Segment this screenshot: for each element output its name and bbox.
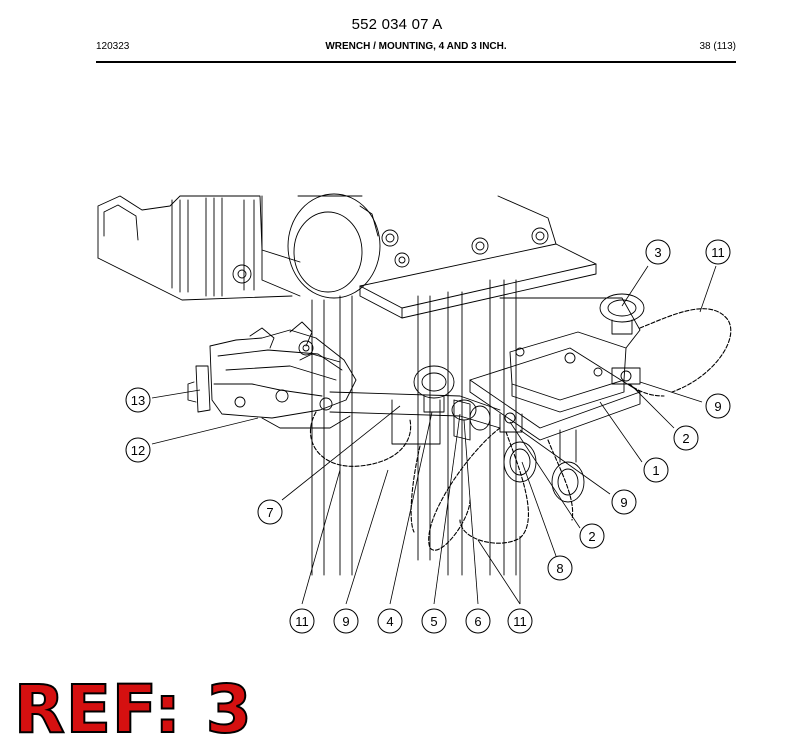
svg-text:4: 4	[386, 614, 393, 629]
header-date-code: 120323	[96, 41, 130, 52]
callout-3: 3	[645, 239, 671, 265]
ref-label: REF: 3	[13, 670, 253, 749]
svg-text:9: 9	[342, 614, 349, 629]
svg-text:11: 11	[295, 614, 309, 629]
header-page-number: 38 (113)	[699, 41, 736, 52]
header-divider	[96, 61, 736, 63]
right-fittings	[499, 367, 641, 503]
chains	[310, 308, 732, 551]
svg-text:11: 11	[513, 614, 527, 629]
mounting-bracket	[469, 297, 641, 441]
callout-5: 5	[421, 608, 447, 634]
document-number: 552 034 07 A	[351, 16, 443, 33]
top-mounting-plate	[359, 195, 597, 319]
callout-4: 4	[377, 608, 403, 634]
svg-text:9: 9	[714, 399, 721, 414]
wrench-assembly	[187, 321, 357, 429]
callout-8: 8	[547, 555, 573, 581]
callout-13: 13	[125, 387, 151, 413]
lifting-eye-top	[599, 293, 645, 335]
callout-balloons: 3 11 13 12 9 2 1 9 7 2 8 11 9 4 5 6 11	[125, 239, 731, 634]
callout-2-mid: 2	[579, 523, 605, 549]
cylinder-motor	[287, 193, 410, 299]
svg-text:6: 6	[474, 614, 481, 629]
upper-housing	[97, 195, 301, 301]
svg-text:12: 12	[131, 443, 145, 458]
callout-2-right: 2	[673, 425, 699, 451]
callout-11-top: 11	[705, 239, 731, 265]
leader-lines	[151, 265, 717, 605]
callout-12: 12	[125, 437, 151, 463]
callout-1: 1	[643, 457, 669, 483]
svg-text:3: 3	[654, 245, 661, 260]
svg-text:5: 5	[430, 614, 437, 629]
callout-9-bottom: 9	[333, 608, 359, 634]
svg-text:2: 2	[588, 529, 595, 544]
callout-9-mid: 9	[611, 489, 637, 515]
callout-9-right: 9	[705, 393, 731, 419]
header-row: 120323 WRENCH / MOUNTING, 4 AND 3 INCH. …	[96, 41, 736, 55]
svg-text:2: 2	[682, 431, 689, 446]
svg-text:1: 1	[652, 463, 659, 478]
vertical-column	[311, 279, 517, 576]
horizontal-arm	[329, 365, 501, 445]
callout-11-bottom-left: 11	[289, 608, 315, 634]
header-title: WRENCH / MOUNTING, 4 AND 3 INCH.	[325, 41, 507, 52]
callout-7: 7	[257, 499, 283, 525]
svg-text:13: 13	[131, 393, 145, 408]
svg-text:7: 7	[266, 505, 273, 520]
svg-text:8: 8	[556, 561, 563, 576]
callout-6: 6	[465, 608, 491, 634]
svg-text:9: 9	[620, 495, 627, 510]
callout-11-bottom-right: 11	[507, 608, 533, 634]
svg-text:11: 11	[711, 245, 725, 260]
